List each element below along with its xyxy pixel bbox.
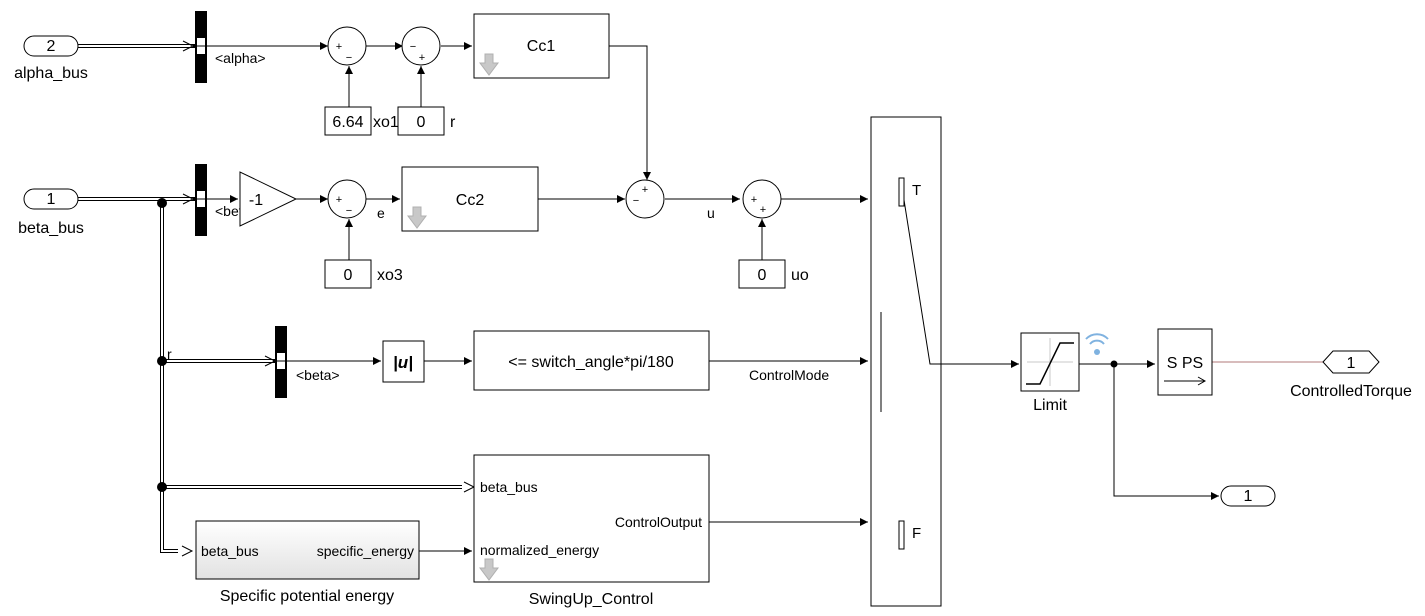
constant-value: 6.64 (332, 114, 363, 131)
inport-beta-bus[interactable]: 1 beta_bus (18, 188, 84, 237)
abs-block[interactable]: |u| (382, 340, 425, 383)
switch-block[interactable]: T F (870, 116, 942, 607)
outport-1[interactable]: 1 (1220, 485, 1276, 507)
converter-label: S PS (1167, 355, 1203, 372)
port-label-in: beta_bus (480, 479, 538, 495)
sum-sign: − (410, 41, 416, 53)
branch-point (157, 198, 167, 208)
constant-name: r (450, 114, 456, 131)
inport-label: beta_bus (18, 220, 84, 237)
signal-label-u: u (707, 205, 715, 221)
relational-operator-block[interactable]: <= switch_angle*pi/180 (473, 330, 710, 391)
constant-name: uo (791, 267, 809, 284)
constant-r[interactable]: 0 r (397, 106, 456, 136)
subsystem-title: Specific potential energy (220, 588, 394, 605)
subsystem-cc2[interactable]: Cc2 e (377, 166, 539, 232)
constant-value: 0 (417, 114, 426, 131)
constant-value: 0 (758, 267, 767, 284)
inport-label: alpha_bus (14, 65, 88, 82)
inport-alpha-bus[interactable]: 2 alpha_bus (14, 35, 88, 82)
simulink-ps-converter[interactable]: S PS (1157, 328, 1213, 396)
outport-controlled-torque[interactable]: 1 ControlledTorque (1290, 350, 1412, 400)
subsystem-arrow-icon (407, 206, 427, 229)
relational-expression: <= switch_angle*pi/180 (508, 354, 674, 371)
constant-value: 0 (344, 267, 353, 284)
signal-lines (78, 40, 1323, 557)
sum-sign: + (419, 52, 425, 64)
branch-points (157, 198, 1118, 492)
sum-block-1[interactable]: + − (327, 26, 367, 66)
gain-block[interactable]: -1 (239, 171, 298, 227)
abs-label: |u| (393, 353, 413, 372)
port-label-out: specific_energy (317, 543, 414, 559)
gain-value: -1 (249, 192, 263, 209)
sum-sign: − (346, 52, 352, 64)
branch-point (157, 482, 167, 492)
sum-sign: − (633, 195, 639, 207)
saturation-limit-block[interactable]: Limit (1020, 332, 1080, 414)
sum-block-5[interactable]: + + (742, 179, 782, 219)
sum-sign: + (642, 184, 648, 196)
switch-port-true: T (912, 182, 921, 199)
outport-label: ControlledTorque (1290, 383, 1412, 400)
sum-block-4[interactable]: + − (625, 179, 665, 219)
outport-number: 1 (1244, 488, 1253, 505)
subsystem-title: Cc1 (527, 38, 556, 55)
port-label-in: beta_bus (201, 543, 259, 559)
constant-xo1[interactable]: 6.64 xo1 (324, 106, 399, 136)
outport-number: 1 (1347, 355, 1356, 372)
inport-number: 2 (47, 38, 56, 55)
bus-selector-alpha[interactable]: <alpha> (195, 11, 266, 83)
signal-label-control-mode: ControlMode (749, 367, 829, 383)
sum-sign: − (346, 205, 352, 217)
subsystem-title: SwingUp_Control (529, 591, 654, 608)
block-label: Limit (1033, 397, 1067, 414)
constant-xo3[interactable]: 0 xo3 (324, 259, 403, 289)
signal-logging-icon (1085, 333, 1109, 355)
port-label-out: ControlOutput (615, 514, 702, 530)
subsystem-swingup-control[interactable]: beta_bus normalized_energy ControlOutput… (473, 454, 710, 608)
inport-number: 1 (47, 191, 56, 208)
sum-sign: + (336, 194, 342, 206)
subsystem-title: Cc2 (456, 192, 485, 209)
subsystem-cc1[interactable]: Cc1 (473, 13, 610, 79)
constant-name: xo3 (377, 267, 403, 284)
signal-label-r-branch: r (167, 346, 172, 362)
switch-port-false: F (912, 525, 921, 542)
sum-block-2[interactable]: − + (401, 26, 441, 66)
constant-name: xo1 (373, 114, 399, 131)
sum-block-3[interactable]: + − (327, 179, 367, 219)
constant-uo[interactable]: 0 uo (738, 259, 809, 289)
signal-label-e: e (377, 205, 385, 221)
subsystem-arrow-icon (479, 558, 499, 581)
port-label-in: normalized_energy (480, 542, 599, 558)
sum-sign: + (760, 204, 766, 216)
subsystem-specific-energy[interactable]: beta_bus specific_energy Specific potent… (195, 520, 420, 605)
bus-selector-beta-2[interactable]: <beta> (275, 326, 340, 398)
sum-sign: + (751, 194, 757, 206)
sum-sign: + (336, 41, 342, 53)
branch-point (1110, 360, 1118, 368)
selector-label: <beta> (296, 367, 340, 383)
branch-point (157, 356, 167, 366)
selector-label: <alpha> (215, 50, 266, 66)
subsystem-arrow-icon (479, 53, 499, 76)
